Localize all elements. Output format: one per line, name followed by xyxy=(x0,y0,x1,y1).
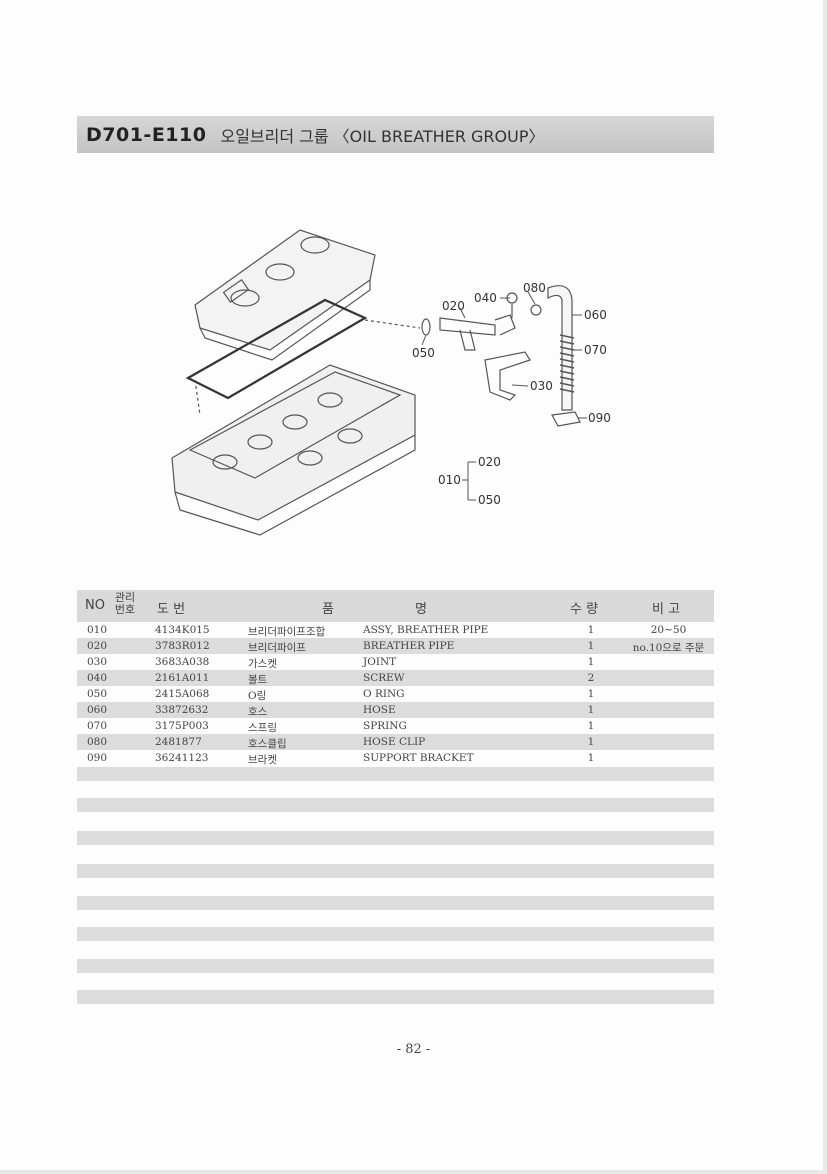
table-row: 070 3175P003 스프링 SPRING 1 xyxy=(77,718,714,734)
part-name-korean: 호스 xyxy=(248,706,268,718)
header-mgmt-no: 관리번호 xyxy=(114,591,136,616)
part-number: 3175P003 xyxy=(155,720,209,732)
header-no: NO xyxy=(85,598,105,613)
callout-040: 040 xyxy=(474,291,497,305)
table-row: 090 36241123 브라켓 SUPPORT BRACKET 1 xyxy=(77,750,714,766)
callout-020: 020 xyxy=(442,299,465,313)
row-no: 060 xyxy=(87,704,108,716)
table-row: 050 2415A068 O링 O RING 1 xyxy=(77,686,714,702)
table-row: 010 4134K015 브리더파이프조합 ASSY, BREATHER PIPE 1 2… xyxy=(77,622,714,638)
row-no: 070 xyxy=(87,720,108,732)
part-name-english: SPRING xyxy=(363,720,407,732)
exploded-parts-diagram: 020 040 080 060 070 050 030 090 010 020 … xyxy=(171,229,611,536)
part-name-english: JOINT xyxy=(363,656,397,668)
section-header: D701-E110 오일브리더 그룹 〈OIL BREATHER GROUP〉 xyxy=(77,116,714,153)
part-name-english: HOSE CLIP xyxy=(363,736,426,748)
table-row: 030 3683A038 가스켓 JOINT 1 xyxy=(77,654,714,670)
assembly-callout-020: 020 xyxy=(478,455,501,469)
blank-row xyxy=(77,896,714,910)
quantity: 1 xyxy=(587,752,595,764)
row-no: 090 xyxy=(87,752,108,764)
group-title: 오일브리더 그룹 〈OIL BREATHER GROUP〉 xyxy=(220,126,545,146)
assembly-callout-050: 050 xyxy=(478,493,501,507)
part-number: 2161A011 xyxy=(155,672,210,684)
part-number: 3683A038 xyxy=(155,656,210,668)
table-row: 060 33872632 호스 HOSE 1 xyxy=(77,702,714,718)
table-row: 080 2481877 호스클립 HOSE CLIP 1 xyxy=(77,734,714,750)
part-name-english: BREATHER PIPE xyxy=(363,640,455,652)
part-number: 36241123 xyxy=(155,752,209,764)
blank-row xyxy=(77,798,714,812)
quantity: 1 xyxy=(587,640,595,652)
row-no: 010 xyxy=(87,624,108,636)
header-remarks: 비 고 xyxy=(652,602,681,617)
part-name-english: SCREW xyxy=(363,672,405,684)
remarks: 20~50 xyxy=(650,624,687,636)
quantity: 1 xyxy=(587,720,595,732)
callout-050: 050 xyxy=(412,346,435,360)
row-no: 030 xyxy=(87,656,108,668)
row-no: 020 xyxy=(87,640,108,652)
part-name-english: ASSY, BREATHER PIPE xyxy=(363,624,489,636)
quantity: 2 xyxy=(587,672,595,684)
leader-lines xyxy=(421,291,587,501)
header-name-b: 명 xyxy=(415,602,427,617)
blank-row xyxy=(77,990,714,1004)
part-number: 2481877 xyxy=(155,736,202,748)
callout-090: 090 xyxy=(588,411,611,425)
header-name-a: 품 xyxy=(322,602,334,617)
part-name-korean: 볼트 xyxy=(248,674,268,686)
callout-060: 060 xyxy=(584,308,607,322)
quantity: 1 xyxy=(587,688,595,700)
quantity: 1 xyxy=(587,624,595,636)
part-number: 4134K015 xyxy=(155,624,210,636)
page-number: - 82 - xyxy=(396,1042,431,1057)
row-no: 050 xyxy=(87,688,108,700)
part-number: 3783R012 xyxy=(155,640,210,652)
quantity: 1 xyxy=(587,656,595,668)
quantity: 1 xyxy=(587,704,595,716)
part-number: 33872632 xyxy=(155,704,209,716)
blank-row xyxy=(77,959,714,973)
blank-row xyxy=(77,927,714,941)
part-name-korean: 가스켓 xyxy=(248,658,277,670)
header-qty: 수 량 xyxy=(570,602,599,617)
part-name-korean: 호스클립 xyxy=(248,738,287,750)
row-no: 040 xyxy=(87,672,108,684)
blank-row xyxy=(77,864,714,878)
table-row: 040 2161A011 볼트 SCREW 2 xyxy=(77,670,714,686)
part-name-english: HOSE xyxy=(363,704,396,716)
part-name-korean: 브리더파이프조합 xyxy=(248,626,326,638)
assembly-callout-010: 010 xyxy=(438,473,461,487)
part-name-korean: 브리더파이프 xyxy=(248,642,306,654)
callout-030: 030 xyxy=(530,379,553,393)
table-body: 010 4134K015 브리더파이프조합 ASSY, BREATHER PIPE 1 2… xyxy=(77,622,714,766)
part-name-korean: O링 xyxy=(248,690,267,702)
table-header: NO 관리번호 도 번 품 명 수 량 비 고 xyxy=(77,590,714,622)
parts-table: NO 관리번호 도 번 품 명 수 량 비 고 010 4134K015 브리더파이… xyxy=(77,590,714,766)
callout-070: 070 xyxy=(584,343,607,357)
blank-row xyxy=(77,767,714,781)
engine-drawing xyxy=(171,229,581,536)
part-name-korean: 브라켓 xyxy=(248,754,277,766)
part-name-korean: 스프링 xyxy=(248,722,277,734)
table-row: 020 3783R012 브리더파이프 BREATHER PIPE 1 no.10으로 주… xyxy=(77,638,714,654)
header-part-no: 도 번 xyxy=(157,602,186,617)
part-name-english: O RING xyxy=(363,688,405,700)
remarks: no.10으로 주문 xyxy=(632,642,705,654)
callout-080: 080 xyxy=(523,281,546,295)
blank-row xyxy=(77,831,714,845)
group-code: D701-E110 xyxy=(86,123,207,146)
part-number: 2415A068 xyxy=(155,688,210,700)
quantity: 1 xyxy=(587,736,595,748)
part-name-english: SUPPORT BRACKET xyxy=(363,752,474,764)
row-no: 080 xyxy=(87,736,108,748)
